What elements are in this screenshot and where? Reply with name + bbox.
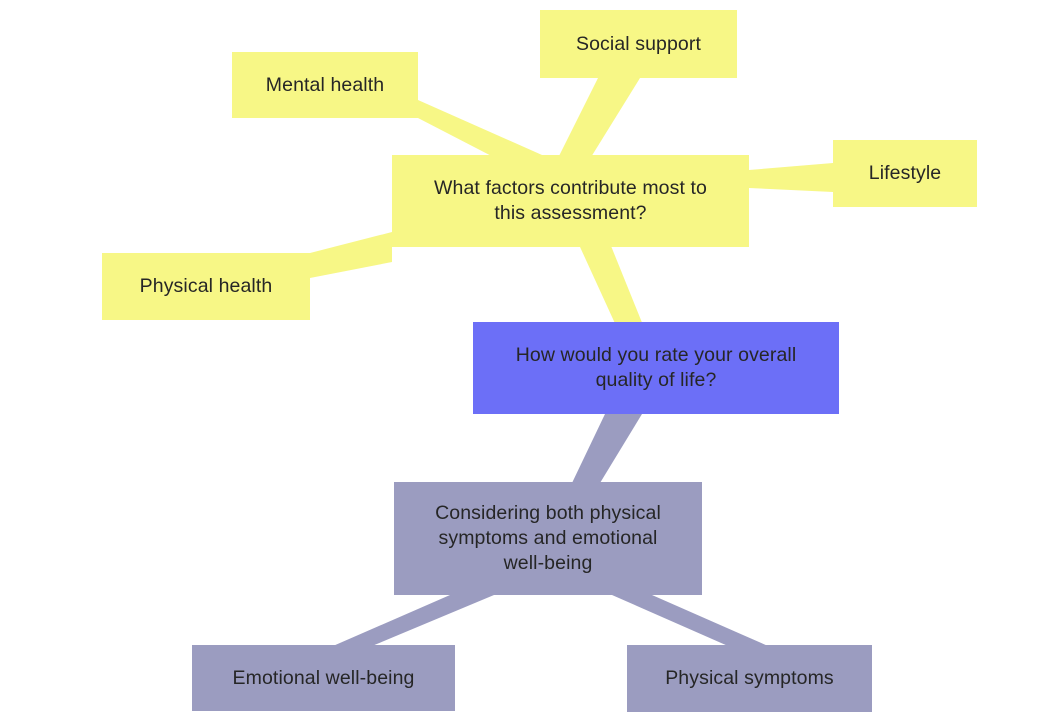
connector-lifestyle-to-factors — [749, 163, 833, 192]
node-label: Emotional well-being — [232, 666, 415, 689]
node-mental-health[interactable]: Mental health — [232, 52, 418, 118]
node-label: Considering both physical symptoms and e… — [435, 502, 661, 574]
node-lifestyle[interactable]: Lifestyle — [833, 140, 977, 207]
connector-social-support-to-factors — [556, 78, 640, 162]
node-label: How would you rate your overall quality … — [515, 344, 797, 391]
node-social-support[interactable]: Social support — [540, 10, 737, 78]
node-emotional-well-being[interactable]: Emotional well-being — [192, 645, 455, 711]
connector-root-to-considering — [572, 414, 642, 483]
node-label: Lifestyle — [868, 162, 942, 184]
node-physical-health[interactable]: Physical health — [102, 253, 310, 320]
node-root-quality-of-life[interactable]: How would you rate your overall quality … — [473, 322, 839, 414]
node-label: What factors contribute most to this ass… — [434, 177, 707, 224]
node-label: Mental health — [265, 73, 385, 96]
connector-factors-to-root — [575, 236, 645, 330]
connector-mental-health-to-factors — [418, 100, 560, 163]
node-what-factors-contribute[interactable]: What factors contribute most to this ass… — [392, 155, 749, 247]
connector-considering-to-emotional — [333, 595, 494, 646]
node-label: Social support — [576, 32, 701, 55]
node-label: Physical symptoms — [665, 667, 834, 689]
connector-considering-to-physical-symptoms — [612, 595, 768, 646]
node-considering-both[interactable]: Considering both physical symptoms and e… — [394, 482, 702, 595]
node-label: Physical health — [139, 275, 273, 297]
connector-physical-health-to-factors — [310, 232, 392, 278]
node-physical-symptoms[interactable]: Physical symptoms — [627, 645, 872, 712]
